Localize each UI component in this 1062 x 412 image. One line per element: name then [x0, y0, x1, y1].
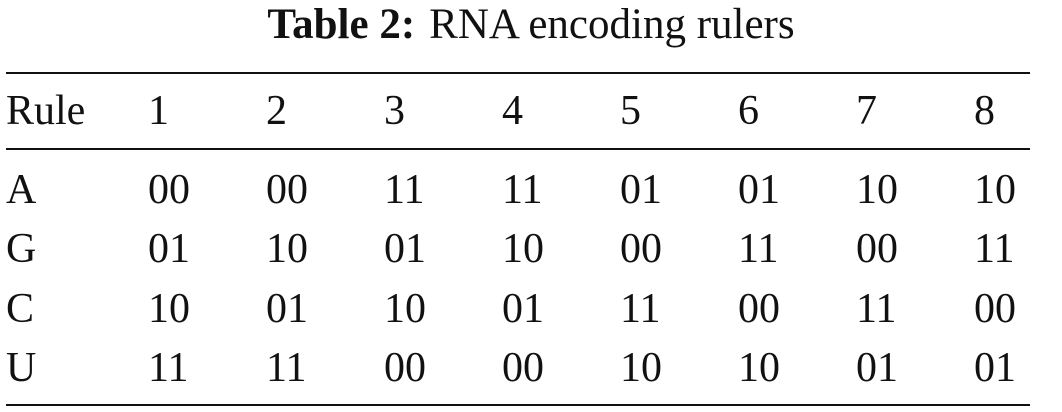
row-label-c: C	[6, 285, 35, 332]
table-cell: 10	[738, 345, 780, 392]
table-cell: 10	[856, 166, 898, 213]
header-cell-6: 6	[738, 88, 759, 134]
header-cell-1: 1	[148, 88, 169, 134]
table-cell: 11	[384, 166, 425, 213]
table-cell: 11	[974, 226, 1015, 273]
table-title: RNA encoding rulers	[429, 1, 795, 48]
table-row-a: A 00 00 11 11 01 01 10 10	[6, 160, 1030, 220]
header-cell-2: 2	[266, 88, 287, 134]
header-rule	[6, 148, 1030, 150]
table-cell: 00	[266, 166, 308, 213]
table-body: A 00 00 11 11 01 01 10 10 G 01 10 01 10 …	[6, 160, 1030, 398]
table-cell: 11	[266, 345, 307, 392]
bottom-rule	[6, 404, 1030, 406]
table-number-label: Table 2:	[267, 1, 416, 48]
table-cell: 00	[148, 166, 190, 213]
table-row-c: C 10 01 10 01 11 00 11 00	[6, 279, 1030, 339]
header-cell-7: 7	[856, 88, 877, 134]
table-cell: 01	[738, 166, 780, 213]
header-cell-8: 8	[974, 88, 995, 134]
table-cell: 00	[856, 226, 898, 273]
table-row-g: G 01 10 01 10 00 11 00 11	[6, 220, 1030, 280]
header-cell-5: 5	[620, 88, 641, 134]
table-cell: 01	[856, 345, 898, 392]
table-cell: 10	[266, 226, 308, 273]
header-cell-3: 3	[384, 88, 405, 134]
table-cell: 11	[148, 345, 189, 392]
table-cell: 00	[974, 285, 1016, 332]
table-header: Rule 1 2 3 4 5 6 7 8	[6, 82, 1030, 140]
header-row: Rule 1 2 3 4 5 6 7 8	[6, 82, 1030, 140]
table-cell: 00	[620, 226, 662, 273]
table-row-u: U 11 11 00 00 10 10 01 01	[6, 339, 1030, 399]
top-rule	[6, 72, 1030, 74]
table-cell: 11	[738, 226, 779, 273]
table-cell: 11	[620, 285, 661, 332]
table-cell: 01	[148, 226, 190, 273]
header-cell-rule: Rule	[6, 88, 86, 134]
table-cell: 11	[502, 166, 543, 213]
row-label-g: G	[6, 226, 37, 273]
table-cell: 10	[384, 285, 426, 332]
row-label-u: U	[6, 345, 37, 392]
row-label-a: A	[6, 166, 37, 213]
table-caption: Table 2: RNA encoding rulers	[0, 0, 1062, 50]
table-cell: 01	[266, 285, 308, 332]
table-cell: 01	[502, 285, 544, 332]
table-cell: 11	[856, 285, 897, 332]
table-cell: 00	[384, 345, 426, 392]
table-cell: 00	[738, 285, 780, 332]
table-cell: 10	[620, 345, 662, 392]
table-cell: 10	[974, 166, 1016, 213]
header-cell-4: 4	[502, 88, 523, 134]
table-cell: 01	[974, 345, 1016, 392]
table-cell: 10	[502, 226, 544, 273]
table-cell: 10	[148, 285, 190, 332]
table-cell: 00	[502, 345, 544, 392]
table-cell: 01	[620, 166, 662, 213]
table-cell: 01	[384, 226, 426, 273]
